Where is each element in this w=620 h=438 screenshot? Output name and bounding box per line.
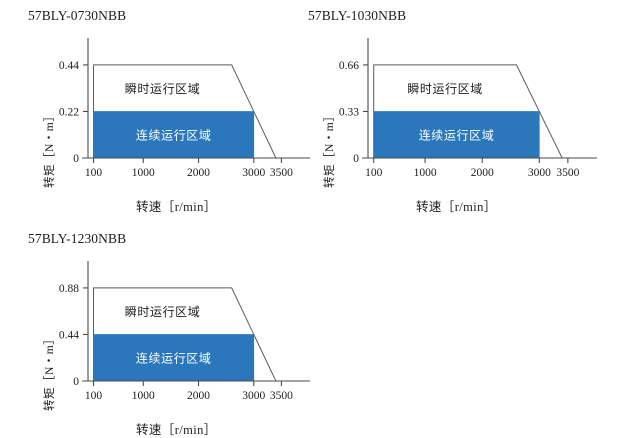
svg-text:2000: 2000 [187,390,210,402]
svg-text:0.44: 0.44 [59,329,79,341]
instantaneous-region-label: 瞬时运行区域 [125,82,201,96]
x-axis-title-1230: 转速［r/min］ [136,423,217,437]
svg-text:3000: 3000 [528,167,551,179]
chart-panel-1030: 57BLY-1030NBB 转矩［N・m］ 0 0.33 0.66 100 1000 20… [305,0,620,219]
chart-title-1030: 57BLY-1030NBB [308,8,407,23]
x-axis-title-0730: 转速［r/min］ [136,200,217,214]
chart-title-0730: 57BLY-0730NBB [28,8,127,23]
instantaneous-region-label: 瞬时运行区域 [407,82,483,96]
svg-text:0.22: 0.22 [59,106,79,118]
svg-text:3500: 3500 [270,167,293,179]
y-axis-title-1030: 转矩［N・m］ [324,109,336,188]
svg-text:100: 100 [365,167,383,179]
chart-panel-1230: 57BLY-1230NBB 转矩［N・m］ 0 0.44 0.88 100 1000 20… [0,219,310,438]
svg-text:2000: 2000 [471,167,494,179]
svg-text:0.88: 0.88 [59,283,79,295]
svg-text:1000: 1000 [414,167,437,179]
svg-text:2000: 2000 [187,167,210,179]
svg-text:100: 100 [85,167,103,179]
svg-text:1000: 1000 [132,390,155,402]
svg-text:3500: 3500 [556,167,579,179]
plot-area-0730: 转矩［N・m］ 0 0.22 0.44 100 1000 2000 3000 3500 瞬时运行… [0,30,310,188]
svg-text:0: 0 [353,153,359,165]
continuous-region-label: 连续运行区域 [136,128,212,143]
instantaneous-region-label: 瞬时运行区域 [125,305,201,319]
plot-area-1030: 转矩［N・m］ 0 0.33 0.66 100 1000 2000 3000 3500 瞬时运行… [305,30,620,188]
y-axis-title-1230: 转矩［N・m］ [44,332,56,411]
svg-text:0: 0 [73,376,79,388]
svg-text:0.44: 0.44 [59,60,79,72]
svg-text:1000: 1000 [132,167,155,179]
plot-area-1230: 转矩［N・m］ 0 0.44 0.88 100 1000 2000 3000 3500 瞬时运行… [0,253,310,411]
svg-text:3000: 3000 [242,390,265,402]
y-axis-title-0730: 转矩［N・m］ [44,109,56,188]
svg-text:3000: 3000 [242,167,265,179]
continuous-region-label: 连续运行区域 [136,351,212,366]
svg-text:0.33: 0.33 [339,106,359,118]
chart-panel-0730: 57BLY-0730NBB 转矩［N・m］ 0 0.22 0.44 100 1000 20… [0,0,310,219]
continuous-region-label: 连续运行区域 [419,128,495,143]
svg-text:0: 0 [73,153,79,165]
svg-text:0.66: 0.66 [339,60,359,72]
svg-text:100: 100 [85,390,103,402]
chart-title-1230: 57BLY-1230NBB [28,231,127,246]
x-axis-title-1030: 转速［r/min］ [416,200,497,214]
svg-text:3500: 3500 [270,390,293,402]
